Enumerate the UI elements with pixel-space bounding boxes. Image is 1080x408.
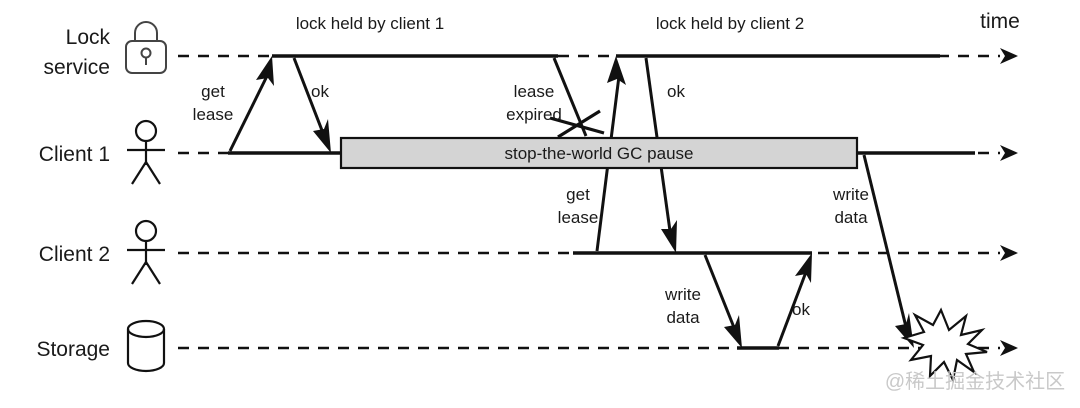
client-2-figure-leg-left <box>131 261 147 285</box>
gc-pause-label: stop-the-world GC pause <box>505 144 694 163</box>
write-data-client-2-shaft <box>703 254 737 331</box>
storage-cylinder-top <box>126 319 166 339</box>
lock-held-client-2-label: lock held by client 2 <box>656 14 804 33</box>
padlock-keyhole-circle <box>140 47 152 59</box>
arrow-ok-3 <box>776 253 812 347</box>
lease-expired-label-line1: lease <box>514 82 555 101</box>
padlock-shackle <box>134 21 158 41</box>
ok-1-arrowhead <box>313 119 331 153</box>
arrow-ok-1 <box>292 57 331 153</box>
starburst-shape <box>900 307 988 384</box>
get-lease-2-label-line1: get <box>566 185 590 204</box>
lane-label-lock-service-line1: Lock <box>66 26 111 49</box>
ok-3-arrowhead <box>795 253 812 283</box>
arrow-write-data-client-2 <box>703 254 742 348</box>
write-data-client-2-label-line1: write <box>664 285 701 304</box>
lifeline-storage <box>178 340 1018 356</box>
write-data-client-2-label-line2: data <box>666 308 700 327</box>
get-lease-1-arrowhead <box>256 56 274 86</box>
padlock-icon <box>125 21 167 74</box>
lock-held-client-1-label: lock held by client 1 <box>296 14 444 33</box>
get-lease-1-label-line1: get <box>201 82 225 101</box>
stick-figure-icon-client-1 <box>127 119 165 185</box>
write-data-client-1-label-line1: write <box>832 185 869 204</box>
client-2-figure-leg-right <box>145 261 161 285</box>
time-arrowhead-client-1 <box>1000 145 1018 161</box>
storage-cylinder-body <box>126 329 166 373</box>
arrow-lease-expired <box>549 57 605 139</box>
client-1-figure-head <box>134 119 158 143</box>
write-data-client-2-arrowhead <box>724 315 742 348</box>
lifeline-lock-service <box>178 48 1018 64</box>
write-data-client-1-label-line2: data <box>834 208 868 227</box>
get-lease-1-label-line2: lease <box>193 105 234 124</box>
lane-label-lock-service-line2: service <box>43 56 110 79</box>
ok-1-shaft <box>292 57 325 134</box>
watermark-label: @稀土掘金技术社区 <box>885 370 1065 393</box>
padlock-body <box>125 40 167 74</box>
lane-label-client-2: Client 2 <box>39 243 110 266</box>
gc-pause-box: stop-the-world GC pause <box>339 136 859 170</box>
time-axis-label: time <box>980 10 1020 33</box>
ok-3-shaft <box>776 271 808 347</box>
lane-label-storage: Storage <box>36 338 110 361</box>
get-lease-2-label-line2: lease <box>558 208 599 227</box>
lease-expired-x-stroke-2 <box>557 109 601 139</box>
conflict-burst-icon <box>900 307 988 384</box>
get-lease-1-shaft <box>228 73 270 152</box>
ok-3-label: ok <box>792 300 810 319</box>
arrow-get-lease-1 <box>228 56 274 152</box>
client-1-figure-leg-right <box>145 161 161 185</box>
lifeline-client-2 <box>178 245 1018 261</box>
stick-figure-icon-client-2 <box>127 219 165 285</box>
time-arrowhead-client-2 <box>1000 245 1018 261</box>
arrow-write-data-client-1 <box>862 154 914 348</box>
time-arrowhead-storage <box>1000 340 1018 356</box>
gc-pause-rect <box>339 136 859 170</box>
ok-1-label: ok <box>311 82 329 101</box>
client-2-figure-head <box>134 219 158 243</box>
write-data-client-1-shaft <box>862 154 908 328</box>
time-arrowhead-lock-service <box>1000 48 1018 64</box>
ok-2-arrowhead <box>661 220 677 253</box>
database-cylinder-icon <box>126 319 166 373</box>
lane-label-client-1: Client 1 <box>39 143 110 166</box>
client-1-figure-leg-left <box>131 161 147 185</box>
ok-2-label: ok <box>667 82 685 101</box>
get-lease-2-arrowhead <box>607 56 626 85</box>
lease-expired-label-line2: expired <box>506 105 562 124</box>
